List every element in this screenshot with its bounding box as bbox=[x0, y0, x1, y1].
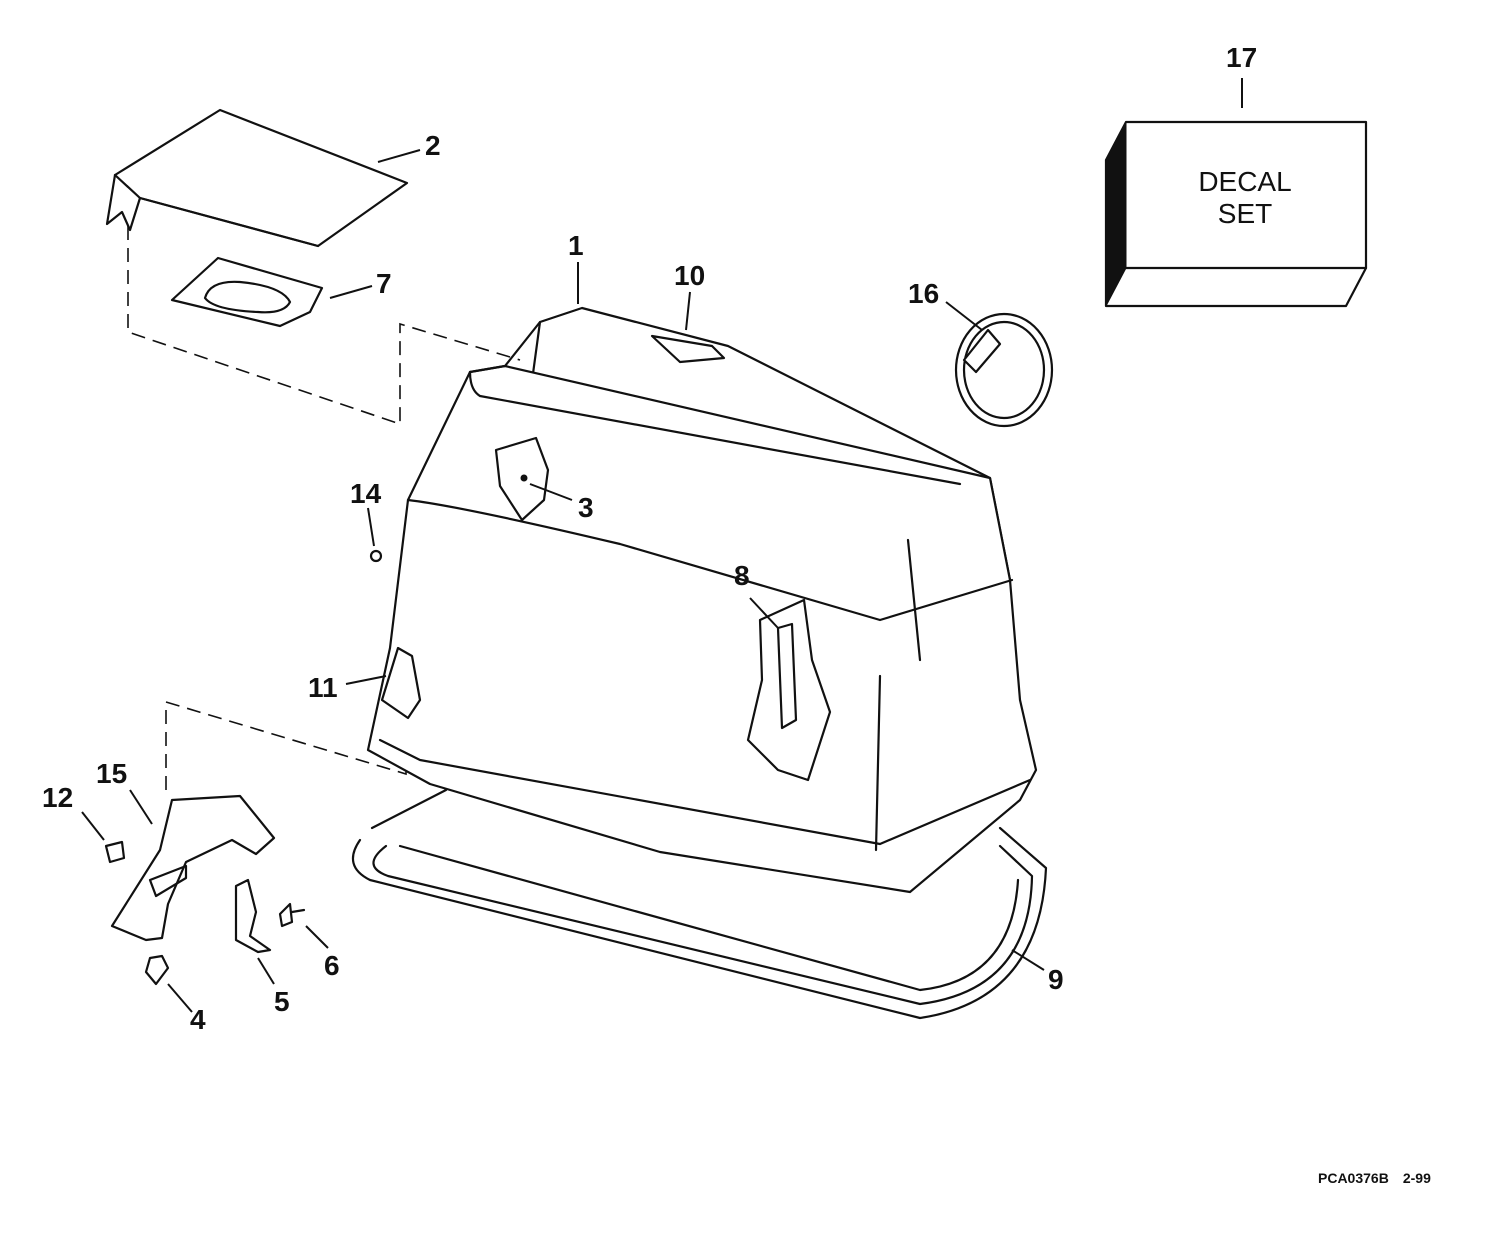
callout-6: 6 bbox=[324, 950, 340, 981]
callout-1: 1 bbox=[568, 230, 584, 261]
leader-line-3 bbox=[529, 483, 573, 501]
grommet-part bbox=[144, 954, 170, 986]
callout-9: 9 bbox=[1048, 964, 1064, 995]
leader-line-10 bbox=[685, 291, 691, 331]
retainer-clip-part bbox=[234, 878, 272, 954]
base-seal-part bbox=[351, 788, 1048, 1020]
callout-15: 15 bbox=[96, 758, 128, 789]
callout-14: 14 bbox=[350, 478, 382, 509]
seal-gasket-part bbox=[170, 256, 324, 328]
leader-line-6 bbox=[305, 925, 329, 949]
mounting-bracket-part bbox=[110, 794, 276, 942]
leader-line-12 bbox=[81, 811, 105, 841]
leader-line-15 bbox=[129, 789, 153, 825]
figure-footer: PCA0376B 2-99 bbox=[1318, 1170, 1445, 1186]
callout-12: 12 bbox=[42, 782, 74, 813]
assembly-line-cover bbox=[127, 226, 521, 426]
callout-5: 5 bbox=[274, 986, 290, 1017]
leader-line-9 bbox=[1011, 949, 1045, 971]
screw-part bbox=[278, 902, 306, 928]
clip-nut-part bbox=[104, 840, 126, 864]
leader-line-2 bbox=[377, 149, 421, 163]
hood-cover-part bbox=[105, 108, 409, 248]
decal-label-line2: SET bbox=[1217, 198, 1273, 229]
callout-4: 4 bbox=[190, 1004, 206, 1035]
decal-set-label: DECAL SET bbox=[1150, 166, 1340, 230]
decal-set-box bbox=[1104, 120, 1368, 308]
leader-line-4 bbox=[167, 983, 193, 1013]
callout-2: 2 bbox=[425, 130, 441, 161]
leader-line-14 bbox=[367, 507, 375, 547]
wire-harness-part bbox=[954, 312, 1054, 428]
callout-11: 11 bbox=[308, 672, 338, 703]
figure-date: 2-99 bbox=[1402, 1170, 1431, 1186]
decal-label-line1: DECAL bbox=[1198, 166, 1292, 197]
callout-7: 7 bbox=[376, 268, 392, 299]
leader-line-7 bbox=[329, 285, 373, 299]
leader-line-11 bbox=[345, 675, 387, 685]
leader-line-8 bbox=[749, 597, 779, 629]
rivet-part bbox=[369, 549, 383, 563]
leader-line-5 bbox=[257, 957, 275, 985]
callout-3: 3 bbox=[578, 492, 594, 523]
motor-cowling-part bbox=[366, 306, 1038, 894]
callout-8: 8 bbox=[734, 560, 750, 591]
callout-16: 16 bbox=[908, 278, 940, 309]
callout-10: 10 bbox=[674, 260, 706, 291]
callout-17: 17 bbox=[1226, 42, 1258, 73]
figure-code: PCA0376B bbox=[1318, 1170, 1389, 1186]
leader-line-16 bbox=[945, 301, 983, 331]
